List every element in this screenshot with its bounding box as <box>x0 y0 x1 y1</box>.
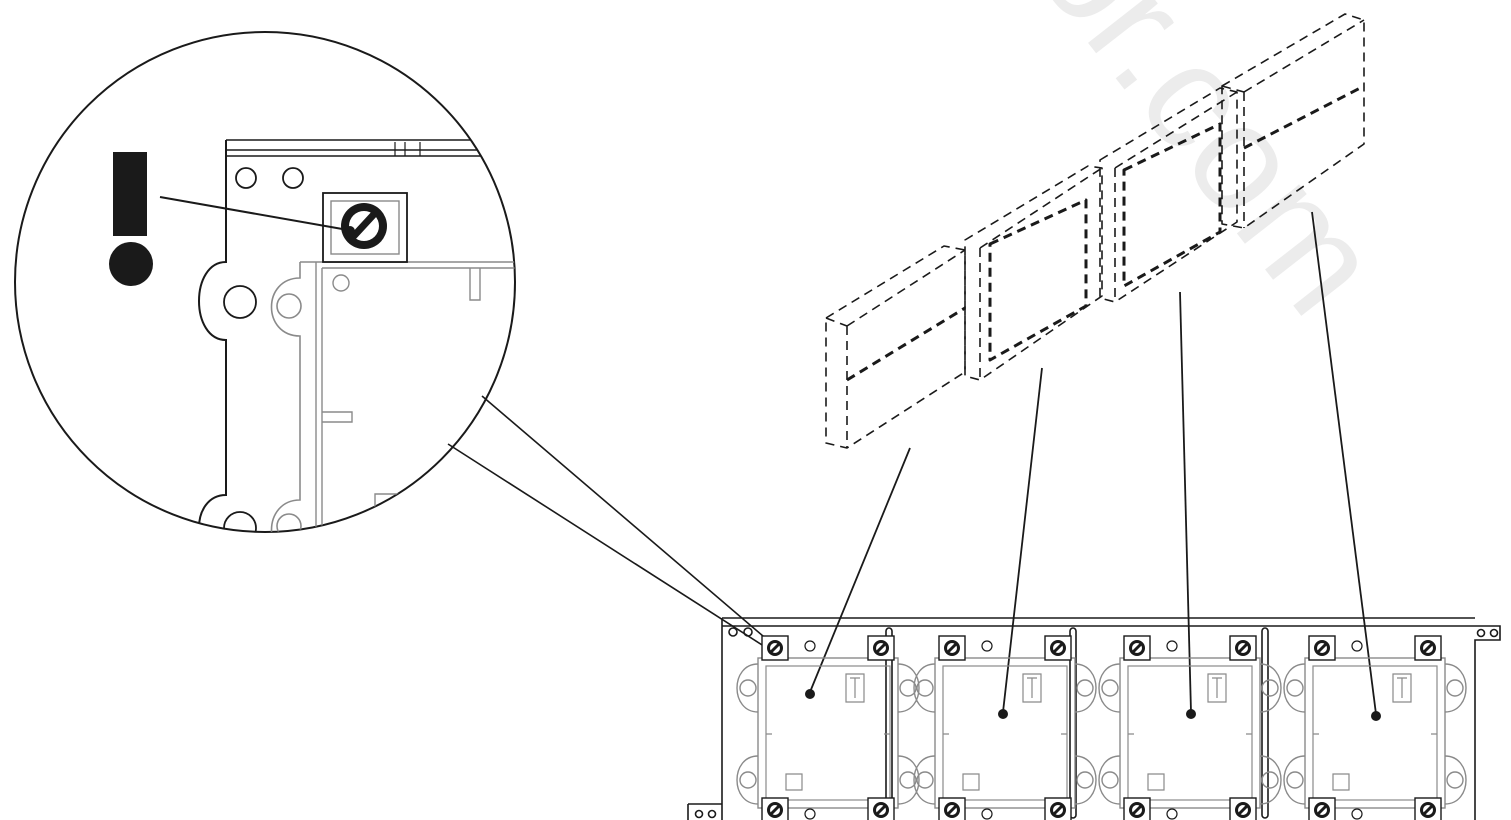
watermark: or.com <box>1005 0 1415 343</box>
window-cover-right <box>1099 87 1238 303</box>
detail-magnifier <box>14 31 516 533</box>
dashed-covers <box>825 13 1365 449</box>
magnifier-circle <box>14 31 516 533</box>
exclamation-mark-icon <box>109 152 153 286</box>
module-2 <box>912 634 1098 820</box>
cover-leader-lines <box>809 211 1377 715</box>
magnifier-leader-lines <box>447 395 771 651</box>
magnified-panel-corner <box>198 139 515 532</box>
blank-cover-left <box>825 245 966 449</box>
panel-modules <box>735 634 1468 820</box>
module-4 <box>1282 634 1468 820</box>
blank-cover-right <box>1221 13 1365 229</box>
window-cover-left <box>964 165 1103 381</box>
screw-callout-line <box>159 196 349 231</box>
